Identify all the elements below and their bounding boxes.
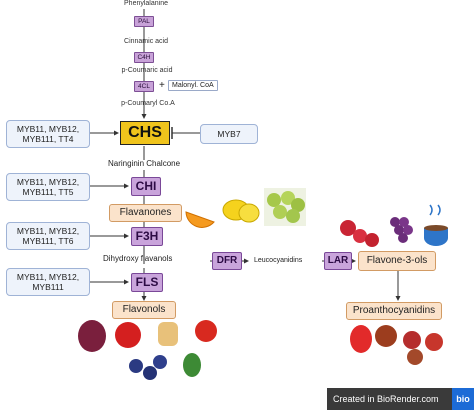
product-proanthocyanidins: Proanthocyanidins [346,302,442,320]
enzyme-fls: FLS [131,273,163,292]
compound-malonyl-coa: Malonyl. CoA [168,80,218,91]
regulator-chs-line1: MYB11, MYB12, [16,124,80,134]
enzyme-chs: CHS [120,121,170,145]
plus-sign: + [159,80,165,91]
regulator-chs-line2: MYB111, TT4 [22,134,74,144]
compound-dihydroxy-flavanols: Dihydroxy flavanols [103,254,173,263]
enzyme-dfr: DFR [212,252,242,270]
grape-cluster-icon [390,217,413,243]
lemon-icon [222,199,260,223]
compound-leucocyanidins: Leucocyanidins [254,257,303,264]
proantho-foods-icons [350,325,443,365]
bio-badge: bio [452,388,474,410]
regulator-myb7: MYB7 [200,124,258,144]
flavonol-foods-icons [78,320,217,380]
regulator-chi-line1: MYB11, MYB12, [16,177,80,187]
regulator-chi-line2: MYB111, TT5 [22,187,74,197]
product-flavanones: Flavanones [109,204,182,222]
enzyme-f3h: F3H [131,227,163,246]
regulator-fls-line2: MYB111 [32,282,64,292]
tea-cup-icon [424,204,448,246]
compound-p-coumaric-acid: p-Coumaric acid [121,67,173,74]
regulator-fls-line1: MYB11, MYB12, [16,272,80,282]
regulator-f3h-box: MYB11, MYB12, MYB111, TT6 [6,222,90,250]
regulator-chs-box: MYB11, MYB12, MYB111, TT4 [6,120,90,148]
regulator-chi-box: MYB11, MYB12, MYB111, TT5 [6,173,90,201]
enzyme-pal: PAL [134,16,154,27]
footer-text: Created in BioRender.com [333,394,439,404]
regulator-fls-box: MYB11, MYB12, MYB111 [6,268,90,296]
compound-cinnamic-acid: Cinnamic acid [124,38,168,45]
regulator-f3h-line1: MYB11, MYB12, [16,226,80,236]
grapes-icon [264,188,306,226]
enzyme-4cl: 4CL [134,81,154,92]
enzyme-lar: LAR [324,252,352,270]
compound-phenylalanine: Phenylalanine [124,0,168,7]
regulator-f3h-line2: MYB111, TT6 [22,236,74,246]
product-flavone-3-ols: Flavone-3-ols [358,251,436,271]
enzyme-c4h: C4H [134,52,154,63]
cherries-icon [340,220,379,247]
enzyme-chi: CHI [131,177,161,196]
product-flavonols: Flavonols [112,301,176,319]
compound-p-coumaryl-coa: p-Coumaryl Co.A [121,100,175,107]
compound-naringinin-chalcone: Naringinin Chalcone [108,159,181,168]
biorender-footer: Created in BioRender.com bio [327,388,474,410]
orange-slice-icon [185,211,215,228]
